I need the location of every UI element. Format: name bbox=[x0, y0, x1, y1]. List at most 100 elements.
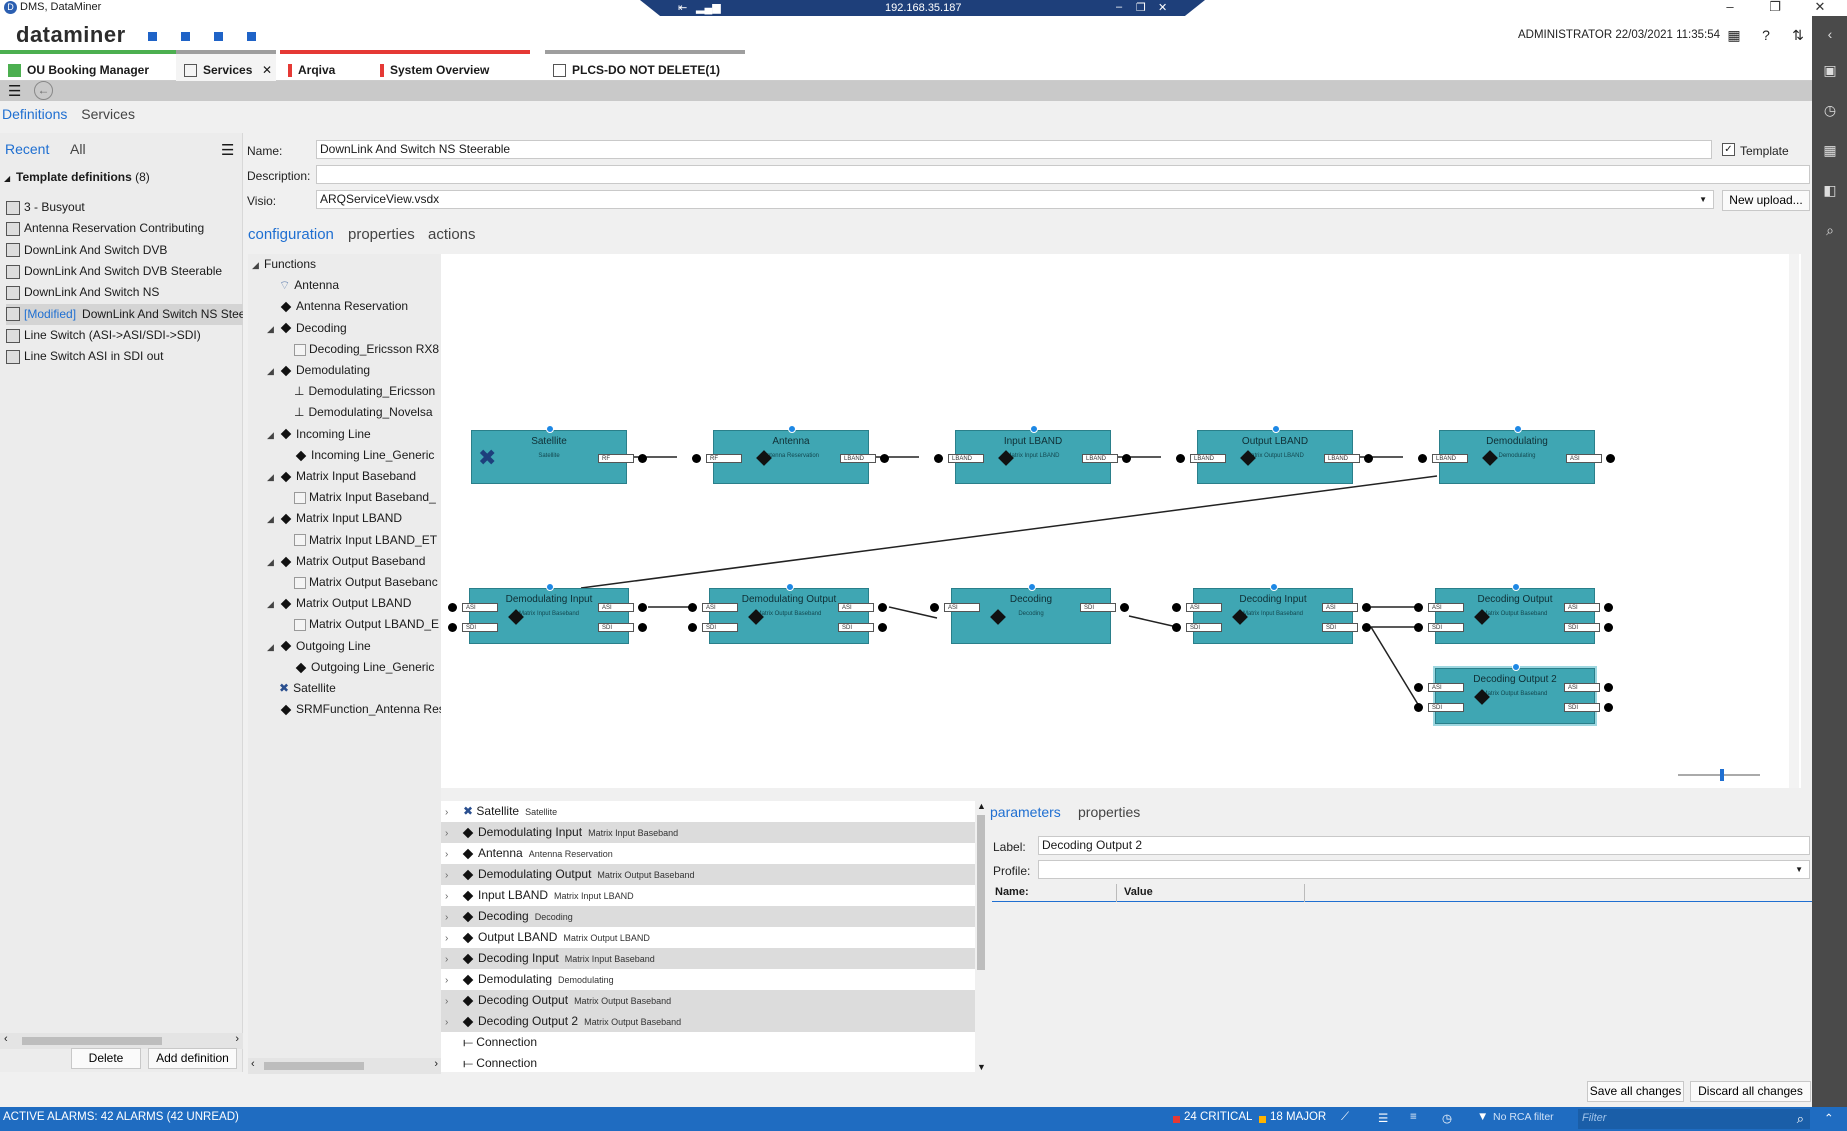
filter-input[interactable]: Filter ⌕ bbox=[1578, 1109, 1810, 1129]
chevron-right-icon[interactable]: › bbox=[445, 912, 449, 923]
port-pin[interactable] bbox=[930, 603, 939, 612]
port-pin[interactable] bbox=[1176, 454, 1185, 463]
port-pin[interactable] bbox=[934, 454, 943, 463]
chevron-right-icon[interactable]: › bbox=[445, 1017, 449, 1028]
breadcrumb-services[interactable]: Services bbox=[81, 106, 135, 122]
port-pin[interactable] bbox=[1606, 454, 1615, 463]
tree-node[interactable]: Matrix Output LBAND_E bbox=[282, 614, 439, 635]
scroll-down-icon[interactable]: ▼ bbox=[977, 1062, 986, 1072]
scroll-left-icon[interactable]: ‹ bbox=[251, 1058, 255, 1070]
info-icon[interactable] bbox=[1272, 425, 1280, 433]
port[interactable]: SDI bbox=[1080, 603, 1116, 612]
search-icon[interactable]: ⌕ bbox=[1826, 222, 1834, 238]
chevron-right-icon[interactable]: › bbox=[445, 975, 449, 986]
port[interactable]: LBAND bbox=[948, 454, 984, 463]
tree-node[interactable]: ◢Decoding bbox=[267, 318, 347, 339]
scroll-thumb[interactable] bbox=[264, 1062, 364, 1070]
discard-all-changes-button[interactable]: Discard all changes bbox=[1690, 1081, 1811, 1102]
search-icon[interactable]: ⌕ bbox=[1796, 1111, 1804, 1126]
port[interactable]: ASI bbox=[462, 603, 498, 612]
connection-item[interactable]: ⟝ Connection bbox=[441, 1053, 975, 1074]
template-item[interactable]: Antenna Reservation Contributing bbox=[6, 218, 243, 239]
tree-node[interactable]: Antenna Reservation bbox=[267, 296, 408, 317]
port-pin[interactable] bbox=[1120, 603, 1129, 612]
remote-minimize-icon[interactable]: – bbox=[1116, 1, 1123, 13]
port[interactable]: SDI bbox=[1564, 623, 1600, 632]
tree-node[interactable]: Matrix Output Basebanc bbox=[282, 572, 438, 593]
tree-node[interactable]: ◢Matrix Input Baseband bbox=[267, 466, 416, 487]
add-definition-button[interactable]: Add definition bbox=[148, 1048, 237, 1069]
layout-icon[interactable]: ◧ bbox=[1823, 182, 1837, 198]
chevron-right-icon[interactable]: › bbox=[445, 870, 449, 881]
template-checkbox[interactable]: ✓ bbox=[1722, 143, 1735, 156]
template-item[interactable]: DownLink And Switch DVB Steerable bbox=[6, 261, 243, 282]
breadcrumb-definitions[interactable]: Definitions bbox=[2, 106, 68, 122]
expand-toggle-icon[interactable]: ◢ bbox=[267, 366, 274, 376]
zoom-slider[interactable] bbox=[1678, 769, 1760, 781]
expand-toggle-icon[interactable]: ◢ bbox=[267, 514, 274, 525]
port-pin[interactable] bbox=[878, 603, 887, 612]
port-pin[interactable] bbox=[1172, 603, 1181, 612]
port-pin[interactable] bbox=[1418, 454, 1427, 463]
tab-all[interactable]: All bbox=[70, 141, 86, 157]
info-icon[interactable] bbox=[1514, 425, 1522, 433]
info-icon[interactable] bbox=[1512, 583, 1520, 591]
remote-restore-icon[interactable]: ❐ bbox=[1136, 2, 1146, 14]
sync-icon[interactable]: ⇅ bbox=[1792, 27, 1804, 43]
diagram-vertical-scrollbar[interactable] bbox=[1789, 254, 1799, 788]
port-pin[interactable] bbox=[448, 603, 457, 612]
trend-icon[interactable]: ⟋ bbox=[1341, 1111, 1350, 1123]
tree-node[interactable]: ◢Matrix Input LBAND bbox=[267, 508, 402, 529]
history-icon[interactable]: ◷ bbox=[1823, 102, 1837, 118]
port-pin[interactable] bbox=[1414, 683, 1423, 692]
tree-node[interactable]: ◢Demodulating bbox=[267, 360, 370, 381]
hamburger-menu-icon[interactable]: ☰ bbox=[8, 83, 22, 100]
tab-actions[interactable]: actions bbox=[428, 226, 476, 243]
indicator-dot[interactable] bbox=[247, 32, 256, 41]
list-vertical-scrollbar[interactable]: ▲ ▼ bbox=[975, 801, 987, 1072]
port-pin[interactable] bbox=[448, 623, 457, 632]
tab-configuration[interactable]: configuration bbox=[248, 226, 334, 243]
port-pin[interactable] bbox=[1172, 623, 1181, 632]
template-item[interactable]: DownLink And Switch NS bbox=[6, 282, 243, 303]
port-pin[interactable] bbox=[638, 454, 647, 463]
tree-node[interactable]: ◢Matrix Output Baseband bbox=[267, 551, 425, 572]
tree-node[interactable]: Outgoing Line_Generic bbox=[282, 657, 434, 678]
scroll-right-icon[interactable]: › bbox=[434, 1058, 438, 1070]
port-pin[interactable] bbox=[1414, 703, 1423, 712]
sort-icon[interactable]: ≡ bbox=[1410, 1111, 1417, 1123]
scroll-right-icon[interactable]: › bbox=[235, 1033, 239, 1045]
collapse-icon[interactable]: ‹ bbox=[1827, 26, 1833, 42]
port[interactable]: ASI bbox=[702, 603, 738, 612]
port-pin[interactable] bbox=[1414, 603, 1423, 612]
tab-system-overview[interactable]: System Overview bbox=[372, 50, 530, 81]
port[interactable]: SDI bbox=[838, 623, 874, 632]
delete-button[interactable]: Delete bbox=[71, 1048, 141, 1069]
port[interactable]: SDI bbox=[1428, 623, 1464, 632]
port-pin[interactable] bbox=[1604, 623, 1613, 632]
tab-plcs[interactable]: PLCS-DO NOT DELETE(1) bbox=[545, 50, 745, 81]
port[interactable]: ASI bbox=[1428, 683, 1464, 692]
help-icon[interactable]: ? bbox=[1762, 27, 1770, 43]
new-upload-button[interactable]: New upload... bbox=[1722, 190, 1810, 211]
close-tab-icon[interactable]: ✕ bbox=[261, 63, 272, 77]
tree-node[interactable]: Incoming Line_Generic bbox=[282, 445, 434, 466]
chevron-right-icon[interactable]: › bbox=[445, 996, 449, 1007]
port[interactable]: ASI bbox=[1566, 454, 1602, 463]
template-item[interactable]: Line Switch (ASI->ASI/SDI->SDI) bbox=[6, 325, 243, 346]
remote-close-icon[interactable]: ✕ bbox=[1158, 2, 1168, 14]
info-icon[interactable] bbox=[788, 425, 796, 433]
chevron-right-icon[interactable]: › bbox=[445, 807, 449, 818]
tree-node[interactable]: ⊥Demodulating_Novelsa bbox=[282, 402, 433, 423]
apps-grid-icon[interactable]: ▦ bbox=[1727, 27, 1741, 43]
